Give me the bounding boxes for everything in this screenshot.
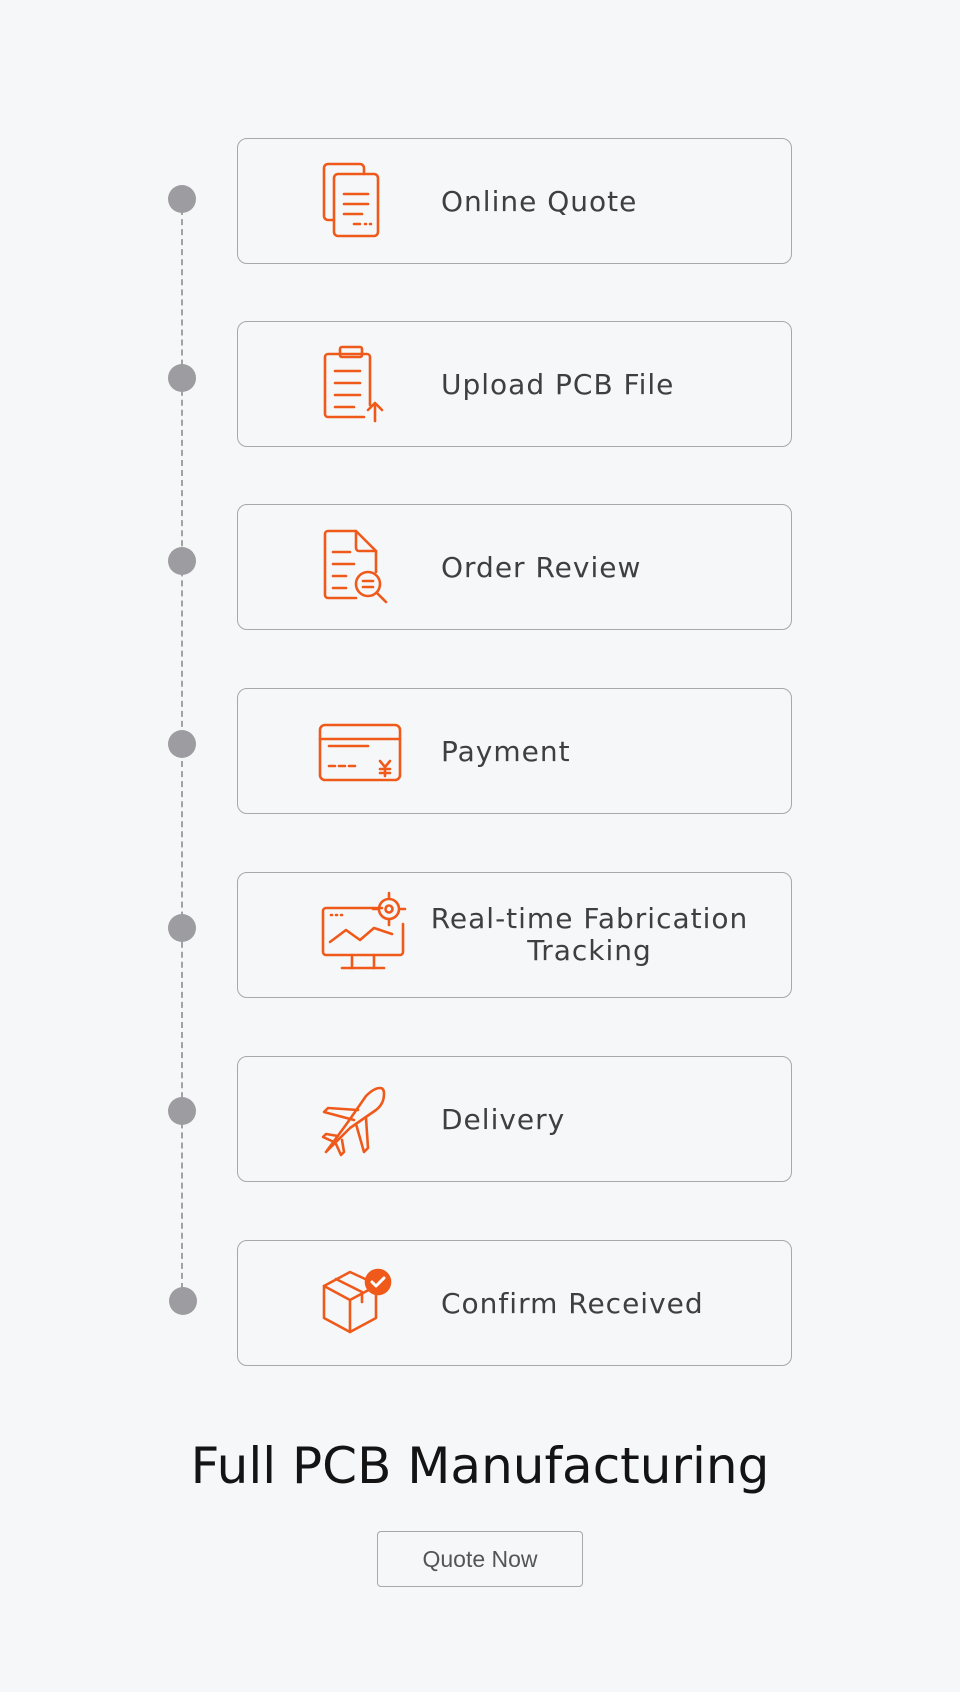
step-label: Delivery	[441, 1102, 566, 1136]
step-card-upload-pcb-file[interactable]: Upload PCB File	[237, 321, 792, 447]
timeline-dot	[168, 914, 196, 942]
timeline-dot	[168, 547, 196, 575]
timeline-dot	[168, 185, 196, 213]
step-card-online-quote[interactable]: Online Quote	[237, 138, 792, 264]
timeline-dot	[169, 1287, 197, 1315]
clipboard-upload-icon	[320, 345, 390, 425]
step-label: Confirm Received	[441, 1286, 704, 1320]
package-check-icon	[320, 1264, 392, 1344]
quote-now-button[interactable]: Quote Now	[377, 1531, 583, 1587]
credit-card-icon	[318, 712, 402, 792]
step-label: Real-time Fabrication Tracking	[430, 902, 749, 967]
step-label: Payment	[441, 734, 571, 768]
step-card-real-time-fabrication-tracking[interactable]: Real-time Fabrication Tracking	[237, 872, 792, 998]
step-label: Upload PCB File	[441, 367, 675, 401]
monitor-tracking-icon	[320, 891, 407, 976]
document-search-icon	[320, 528, 390, 608]
step-label: Online Quote	[441, 184, 638, 218]
timeline-dot	[168, 730, 196, 758]
step-label: Order Review	[441, 550, 642, 584]
step-card-order-review[interactable]: Order Review	[237, 504, 792, 630]
timeline-dot	[168, 364, 196, 392]
step-card-delivery[interactable]: Delivery	[237, 1056, 792, 1182]
document-stack-icon	[320, 162, 390, 242]
step-card-payment[interactable]: Payment	[237, 688, 792, 814]
step-card-confirm-received[interactable]: Confirm Received	[237, 1240, 792, 1366]
timeline-dot	[168, 1097, 196, 1125]
airplane-icon	[320, 1080, 390, 1160]
page-title: Full PCB Manufacturing	[190, 1437, 770, 1495]
